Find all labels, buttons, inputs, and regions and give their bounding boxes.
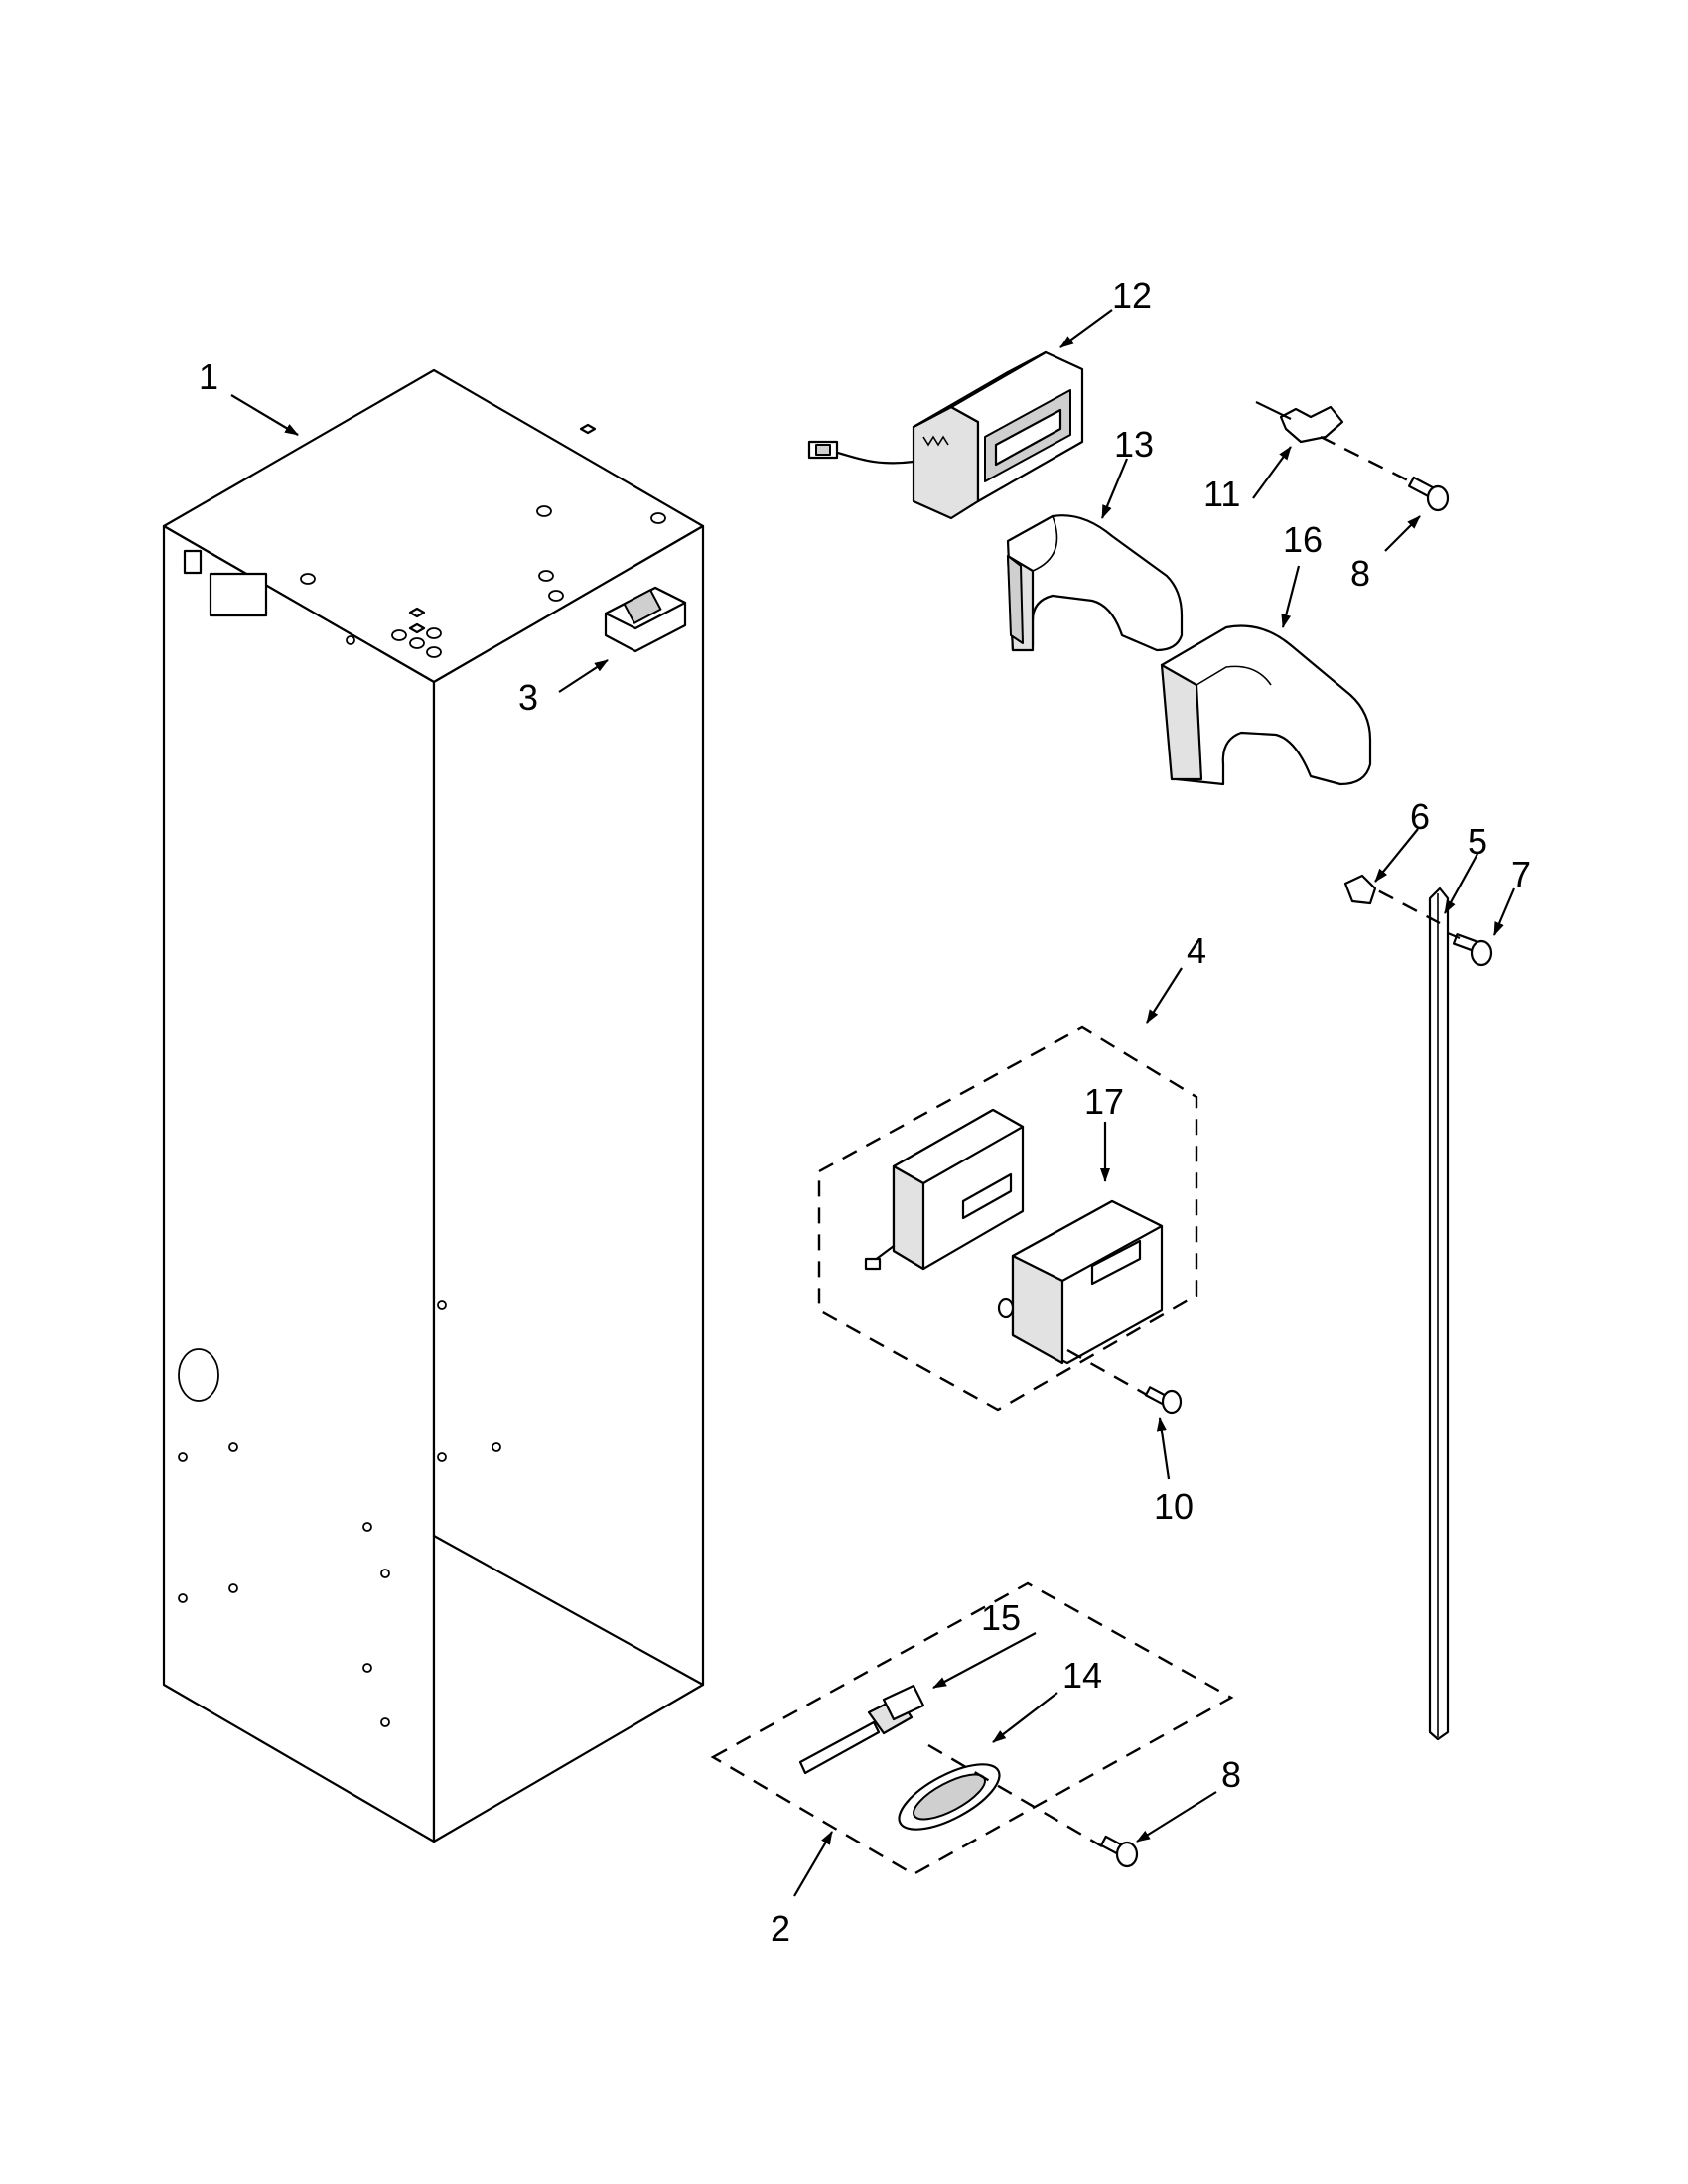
duct-cover [1006,514,1184,652]
callout-17: 17 [1084,1081,1124,1122]
callout-8b: 8 [1221,1754,1241,1795]
callout-6: 6 [1410,796,1430,837]
top-connector-box [604,586,687,653]
callout-14: 14 [1062,1655,1102,1696]
rail-assembly [1343,874,1493,1741]
callout-16: 16 [1283,519,1323,560]
callout-2: 2 [771,1908,790,1949]
callout-labels: 1 2 3 4 5 6 7 8 8 10 11 12 13 14 15 16 1… [199,275,1531,1949]
leader-arrows [230,309,1516,1897]
sensor-assembly [710,1581,1234,1876]
callout-8a: 8 [1350,553,1370,594]
callout-13: 13 [1114,424,1154,465]
callout-1: 1 [199,356,218,397]
screw-upper [1407,476,1450,512]
callout-7: 7 [1511,854,1531,894]
control-box [807,350,1084,520]
callout-4: 4 [1187,930,1206,971]
callout-10: 10 [1154,1486,1194,1527]
air-tower-cover [1160,624,1372,786]
callout-12: 12 [1112,275,1152,316]
callout-5: 5 [1468,821,1487,862]
callout-3: 3 [518,677,538,718]
callout-11: 11 [1203,474,1240,514]
callout-15: 15 [981,1597,1021,1638]
small-bracket [1255,401,1411,483]
cabinet-liner [162,368,705,1843]
control-housing-assembly [817,1025,1198,1415]
